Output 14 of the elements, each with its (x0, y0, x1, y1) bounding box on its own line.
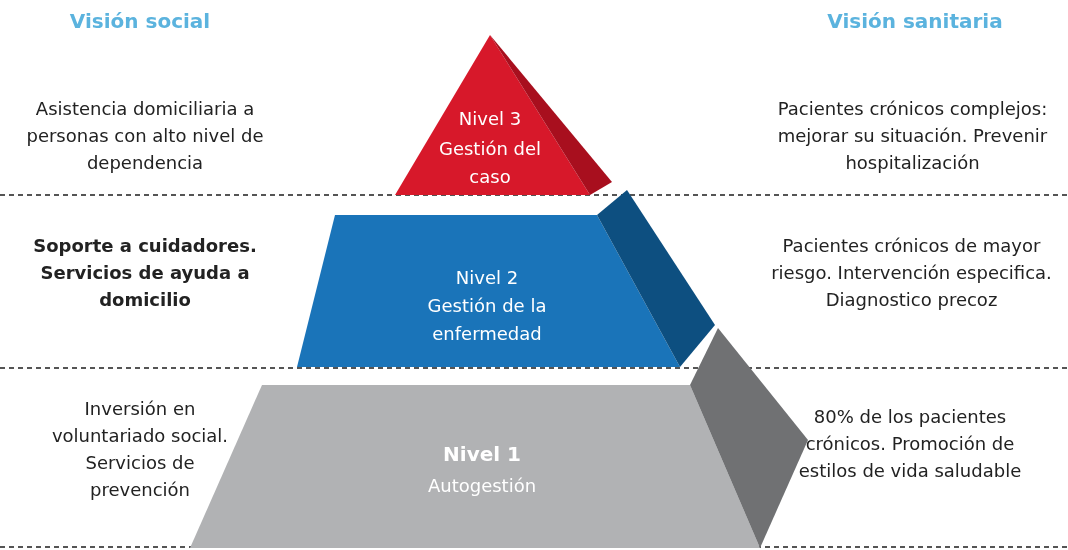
level-title: Autogestión (426, 474, 538, 498)
description-text: Pacientes crónicos complejos: mejorar su situación. Prevenir hospitalización (776, 97, 1049, 175)
description-text: 80% de los pacientes crónicos. Promoción de estilos de vida saludable (797, 405, 1023, 483)
column-heading: Visión social (68, 8, 212, 35)
level-number: Nivel 3 (457, 107, 523, 131)
description-text: Inversión en voluntariado social. Servicios de prevención (50, 397, 230, 502)
level-title: Gestión del caso (437, 137, 543, 189)
level-number: Nivel 2 (454, 266, 520, 290)
description-text: Asistencia domiciliaria a personas con alto nivel de dependencia (25, 97, 265, 175)
column-heading: Visión sanitaria (826, 8, 1004, 35)
level-number: Nivel 1 (442, 441, 522, 468)
level-title: Gestión de la enfermedad (426, 294, 548, 346)
description-text: Pacientes crónicos de mayor riesgo. Intervención especifica. Diagnostico precoz (770, 234, 1053, 312)
description-text: Soporte a cuidadores. Servicios de ayuda a domicilio (32, 234, 258, 312)
